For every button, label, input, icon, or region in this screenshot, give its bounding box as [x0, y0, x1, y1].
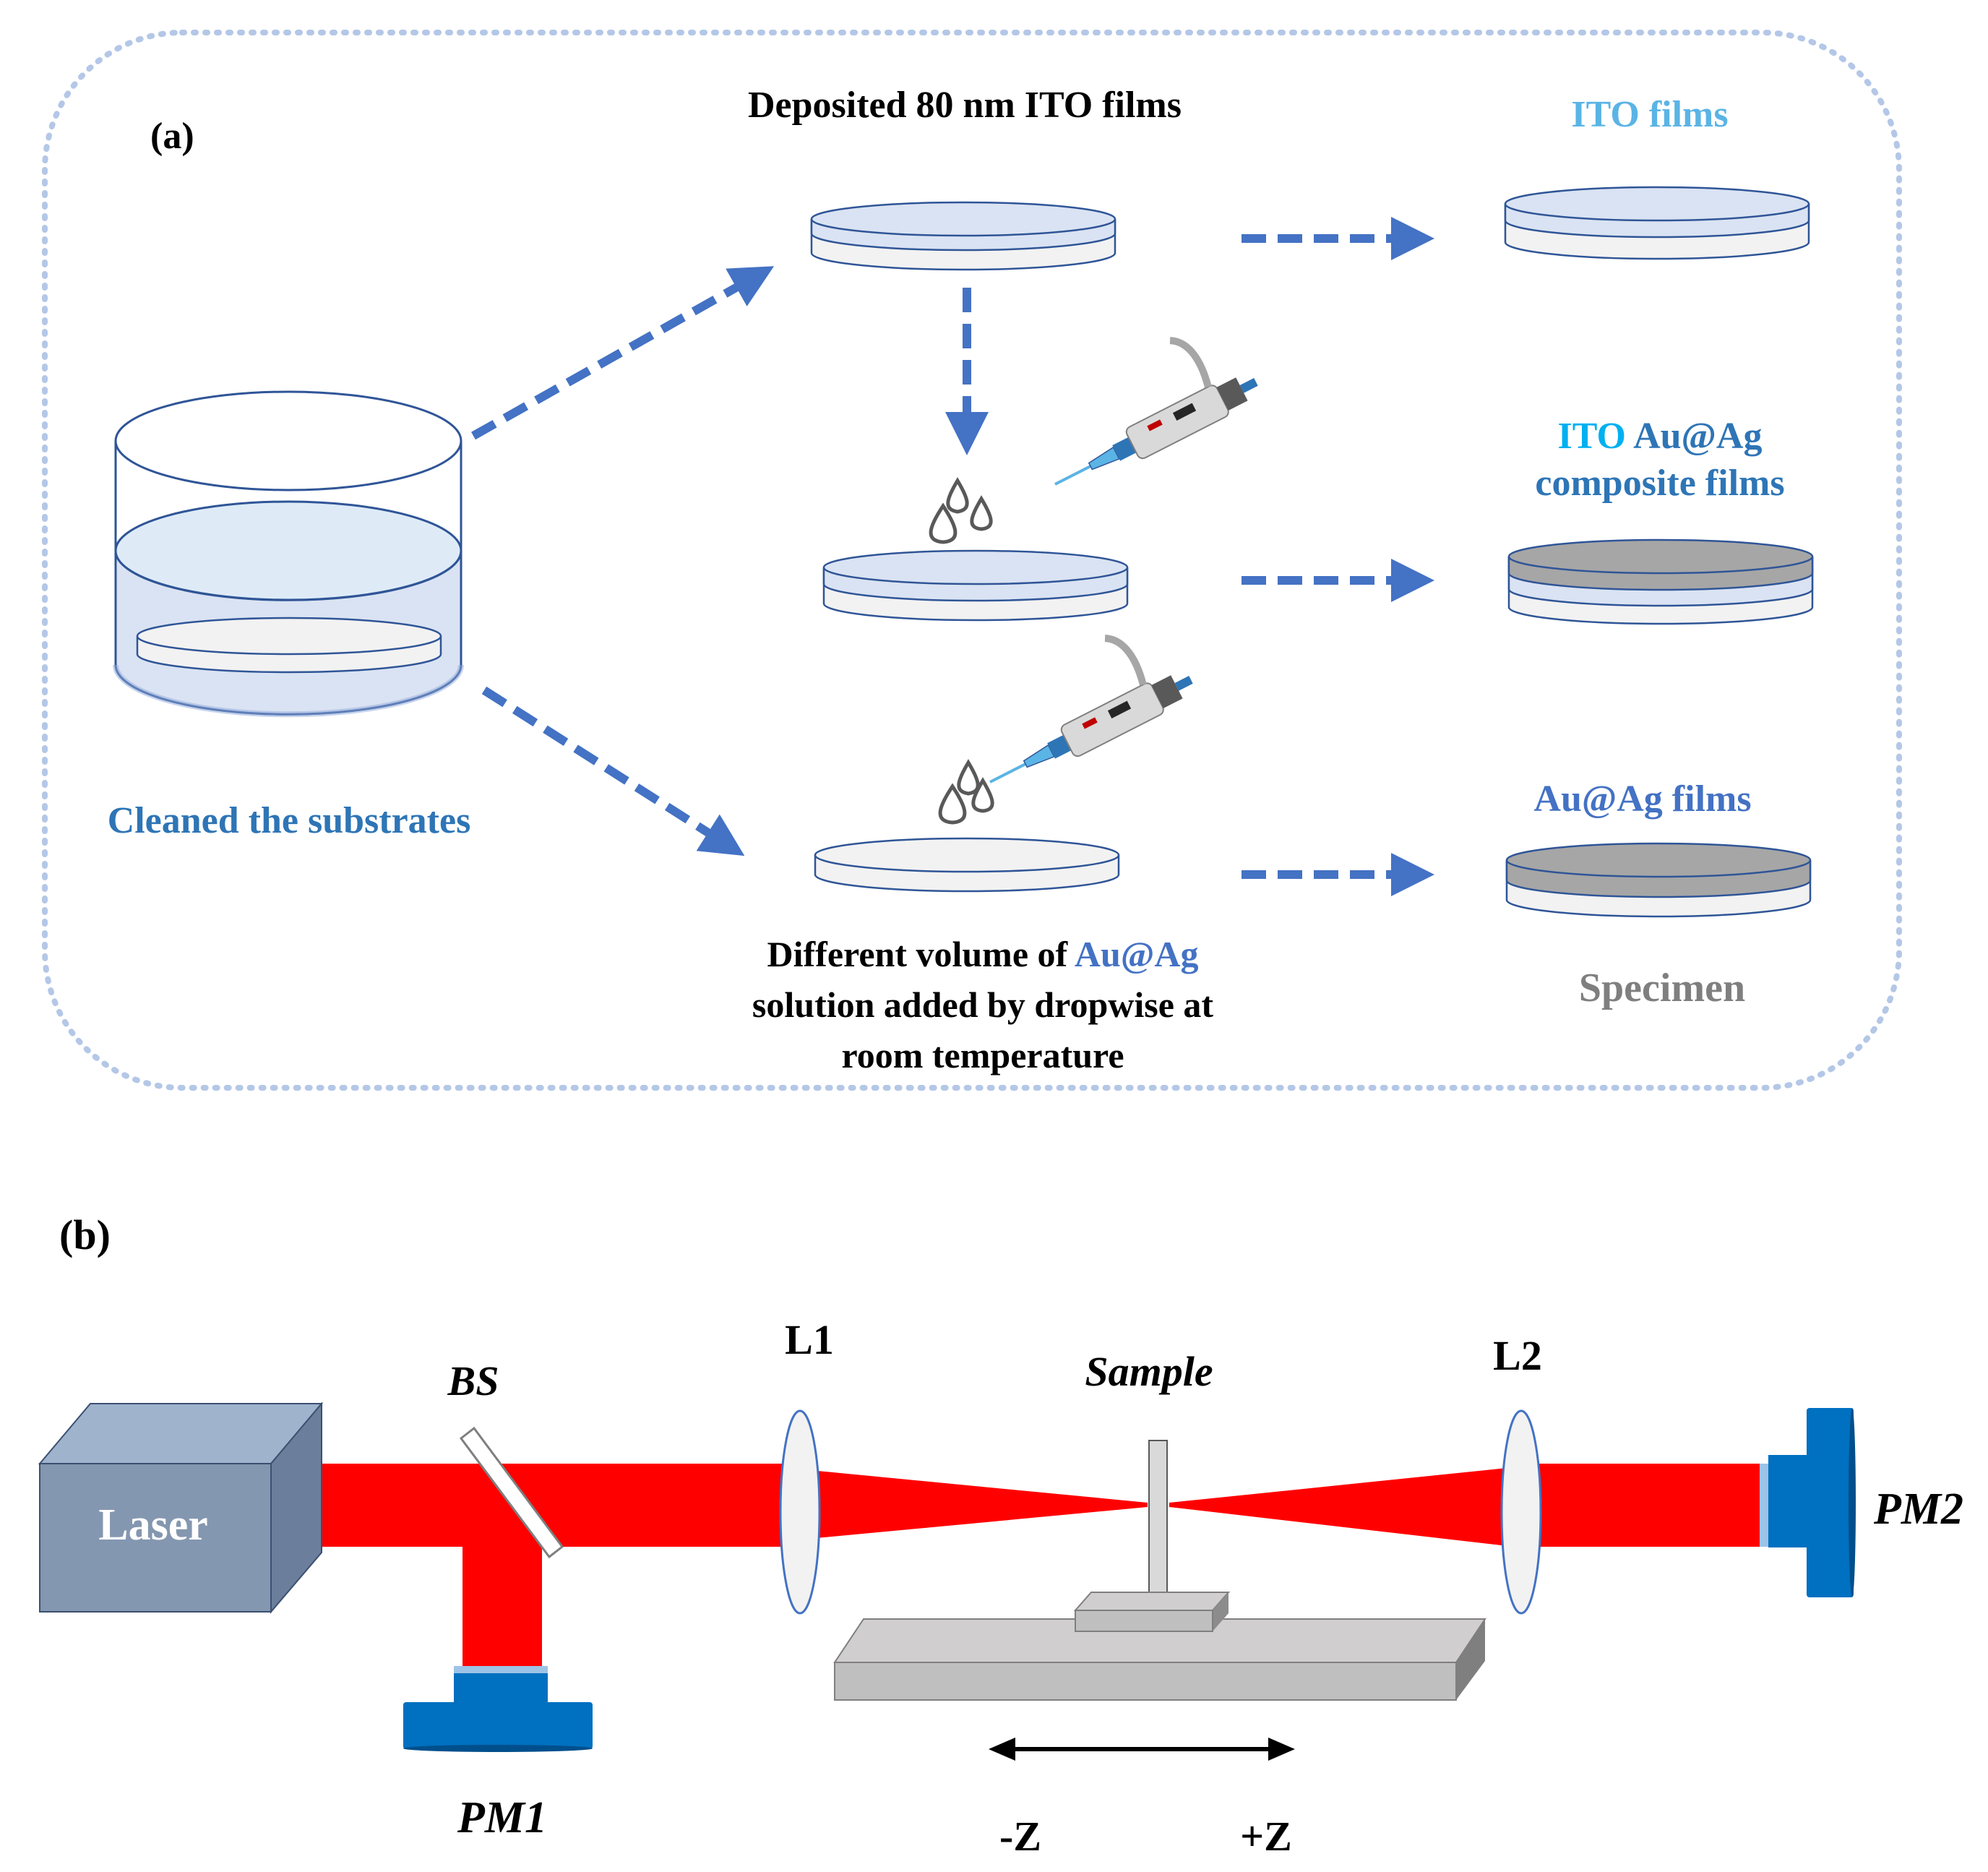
- dropwise-auag-highlight: Au@Ag: [1075, 934, 1199, 974]
- lens-l2: [1500, 1409, 1542, 1615]
- process-arrows: [471, 217, 1434, 896]
- drops-icon-2: [938, 759, 994, 825]
- pipette-icon-2: [989, 635, 1193, 783]
- ito-deposited-disk: [810, 201, 1116, 271]
- beaker: [113, 390, 464, 718]
- panel-b-label: (b): [59, 1211, 111, 1258]
- beam-splitter: [459, 1426, 564, 1559]
- bare-substrate-disk: [814, 837, 1120, 893]
- composite-auag-word: Au@Ag: [1633, 416, 1762, 457]
- minus-z-label: -Z: [999, 1813, 1041, 1860]
- ito-films-label: ITO films: [1571, 94, 1728, 135]
- l1-label: L1: [785, 1316, 834, 1363]
- translation-stage: [833, 1592, 1486, 1701]
- composite-films-disk: [1507, 538, 1814, 625]
- beam-cone-converging: [795, 1469, 1148, 1540]
- bs-label: BS: [447, 1357, 499, 1404]
- sample-plate: [1148, 1440, 1168, 1593]
- panel-a-dotted-frame: [42, 30, 1902, 1091]
- composite-films-label-line1: ITO Au@Ag: [1558, 416, 1763, 457]
- composite-films-label-line2: composite films: [1535, 463, 1784, 504]
- l2-label: L2: [1493, 1332, 1542, 1379]
- panel-a-label: (a): [150, 116, 194, 157]
- arrow-beaker-to-ito: [471, 266, 775, 440]
- laser-label: Laser: [98, 1500, 208, 1550]
- z-scan-arrow: [989, 1738, 1295, 1761]
- specimen-label: Specimen: [1579, 966, 1745, 1010]
- dropwise-label-line3: room temperature: [841, 1035, 1124, 1075]
- laser-beam: [296, 1464, 1763, 1666]
- auag-films-disk: [1505, 842, 1812, 918]
- beaker-substrate-disk: [136, 617, 442, 674]
- panel-a-title: Deposited 80 nm ITO films: [748, 85, 1182, 126]
- dropwise-label-line1: Different volume of Au@Ag: [767, 934, 1199, 974]
- beam-cone-diverging: [1169, 1467, 1514, 1547]
- cleaned-substrates-label: Cleaned the substrates: [108, 800, 471, 841]
- sample-holder: [1148, 1440, 1168, 1593]
- arrow-beaker-to-bare: [481, 686, 745, 856]
- pm1-label: PM1: [457, 1793, 547, 1842]
- lens-l1: [779, 1409, 821, 1615]
- composite-ito-word: ITO: [1558, 416, 1626, 457]
- ito-films-disk: [1504, 186, 1810, 260]
- auag-films-label: Au@Ag films: [1533, 778, 1751, 820]
- ito-dropping-disk: [822, 549, 1129, 622]
- beam-segment-down: [462, 1518, 542, 1666]
- pm2-detector: [1760, 1408, 1856, 1597]
- dropwise-label-line2: solution added by dropwise at: [752, 984, 1213, 1025]
- drops-icon: [929, 477, 993, 544]
- pipette-icon: [1054, 337, 1258, 486]
- sample-label: Sample: [1085, 1348, 1213, 1395]
- pm1-detector: [403, 1666, 593, 1752]
- dropwise-prefix: Different volume of: [767, 934, 1075, 974]
- pm2-label: PM2: [1873, 1485, 1963, 1534]
- laser-box: Laser: [38, 1401, 324, 1614]
- plus-z-label: +Z: [1240, 1813, 1292, 1860]
- beam-segment-end: [1518, 1464, 1763, 1547]
- panel-b: (b) Laser BS PM1: [38, 1211, 1963, 1860]
- panel-a: (a) Deposited 80 nm ITO films Cleaned th…: [42, 30, 1902, 1091]
